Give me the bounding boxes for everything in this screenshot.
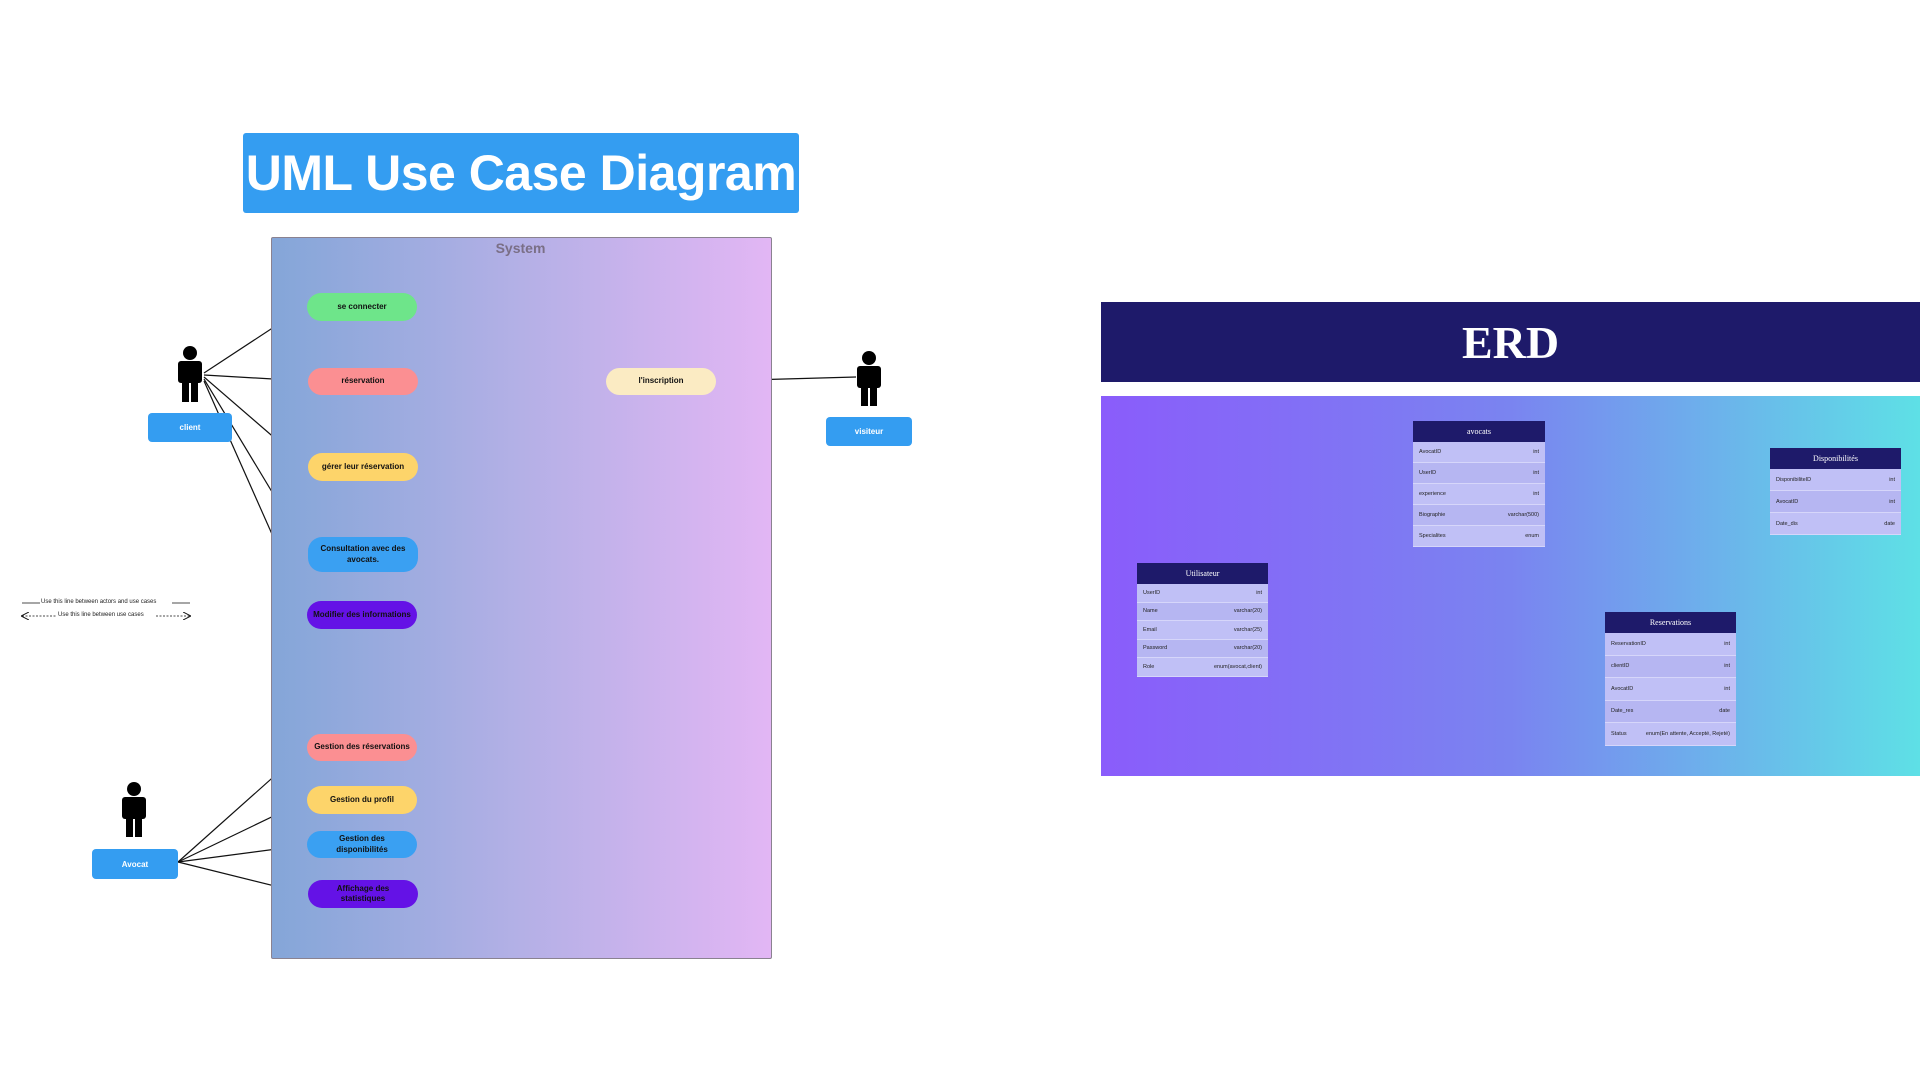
system-label: System [495, 240, 546, 256]
field-type: int [1889, 476, 1895, 483]
entity-row: DisponibiliteID int [1770, 469, 1901, 491]
entity-row: experience int [1413, 484, 1545, 505]
field-name: DisponibiliteID [1776, 476, 1812, 483]
field-name: Status [1611, 730, 1627, 737]
actor-label-avocat[interactable]: Avocat [92, 849, 178, 879]
entity-row: Status enum(En attente, Accepté, Rejeté) [1605, 723, 1736, 746]
field-type: int [1533, 470, 1539, 476]
actor-label-client[interactable]: client [148, 413, 232, 442]
legend-solid-text: Use this line between actors and use cas… [41, 599, 157, 605]
field-type: int [1533, 449, 1539, 455]
field-type: int [1256, 589, 1262, 596]
field-name: Role [1143, 663, 1155, 670]
client-actor-figure [178, 346, 202, 402]
entity-row: Email varchar(25) [1137, 621, 1268, 640]
field-name: AvocatID [1419, 449, 1442, 455]
field-name: experience [1419, 491, 1446, 497]
field-name: Biographie [1419, 512, 1446, 518]
entity-header: Disponibilités [1770, 448, 1901, 469]
field-type: int [1889, 498, 1895, 505]
entity-row: Role enum(avocat,client) [1137, 658, 1268, 677]
legend-dashed-text: Use this line between use cases [58, 612, 144, 618]
field-name: Password [1143, 645, 1168, 652]
field-type: int [1724, 663, 1730, 670]
field-type: varchar(20) [1233, 608, 1262, 615]
field-name: Specialites [1419, 533, 1446, 539]
field-type: date [1719, 708, 1730, 715]
entity-row: Date_res date [1605, 700, 1736, 723]
field-type: int [1724, 685, 1730, 692]
field-name: Date_res [1611, 708, 1634, 715]
field-type: varchar(500) [1507, 512, 1539, 518]
field-name: AvocatID [1611, 685, 1634, 692]
visiteur-actor-figure [857, 351, 881, 406]
avocat-actor-figure [122, 782, 146, 837]
entity-header: avocats [1413, 421, 1545, 442]
field-type: date [1884, 520, 1895, 527]
use-case-affichage-statistiques[interactable]: Affichage des statistiques [308, 880, 418, 908]
use-case-consultation[interactable]: Consultation avec des avocats. [308, 537, 418, 572]
entity-reservations[interactable]: Reservations ReservationID int clientID int… [1605, 612, 1736, 746]
field-name: UserID [1143, 589, 1161, 596]
entity-row: AvocatID int [1605, 678, 1736, 701]
field-name: Date_dis [1776, 520, 1798, 527]
use-case-reservation[interactable]: réservation [308, 368, 418, 395]
entity-row: AvocatID int [1413, 442, 1545, 463]
field-name: UserID [1419, 470, 1437, 476]
use-case-gestion-reservations[interactable]: Gestion des réservations [307, 734, 417, 761]
entity-header: Reservations [1605, 612, 1736, 633]
field-type: varchar(25) [1233, 626, 1262, 633]
erd-title: ERD [1101, 302, 1920, 382]
entity-row: UserID int [1137, 584, 1268, 603]
field-type: varchar(20) [1233, 645, 1262, 652]
entity-row: Password varchar(20) [1137, 639, 1268, 658]
entity-row: clientID int [1605, 655, 1736, 678]
use-case-se-connecter[interactable]: se connecter [307, 293, 417, 321]
field-name: clientID [1611, 663, 1630, 670]
field-type: enum(En attente, Accepté, Rejeté) [1645, 730, 1730, 737]
entity-row: AvocatID int [1770, 491, 1901, 513]
field-type: int [1724, 640, 1730, 647]
actor-label-visiteur[interactable]: visiteur [826, 417, 912, 446]
use-case-gerer-reservation[interactable]: gérer leur réservation [308, 453, 418, 481]
use-case-gestion-disponibilites[interactable]: Gestion des disponibilités [307, 831, 417, 858]
entity-row: ReservationID int [1605, 633, 1736, 656]
entity-header: Utilisateur [1137, 563, 1268, 584]
entity-row: Name varchar(20) [1137, 602, 1268, 621]
uml-diagram-title: UML Use Case Diagram [243, 133, 799, 213]
field-name: ReservationID [1611, 640, 1646, 647]
field-name: Email [1143, 626, 1157, 633]
entity-row: Biographie varchar(500) [1413, 505, 1545, 526]
use-case-modifier-informations[interactable]: Modifier des informations [307, 601, 417, 629]
entity-row: Specialites enum [1413, 526, 1545, 547]
use-case-inscription[interactable]: l'inscription [606, 368, 716, 395]
field-type: enum [1525, 533, 1539, 539]
entity-row: Date_dis date [1770, 513, 1901, 535]
entity-row: UserID int [1413, 463, 1545, 484]
field-type: int [1533, 491, 1539, 497]
use-case-gestion-profil[interactable]: Gestion du profil [307, 786, 417, 814]
field-name: AvocatID [1776, 498, 1799, 505]
field-name: Name [1143, 608, 1158, 615]
field-type: enum(avocat,client) [1214, 663, 1262, 670]
